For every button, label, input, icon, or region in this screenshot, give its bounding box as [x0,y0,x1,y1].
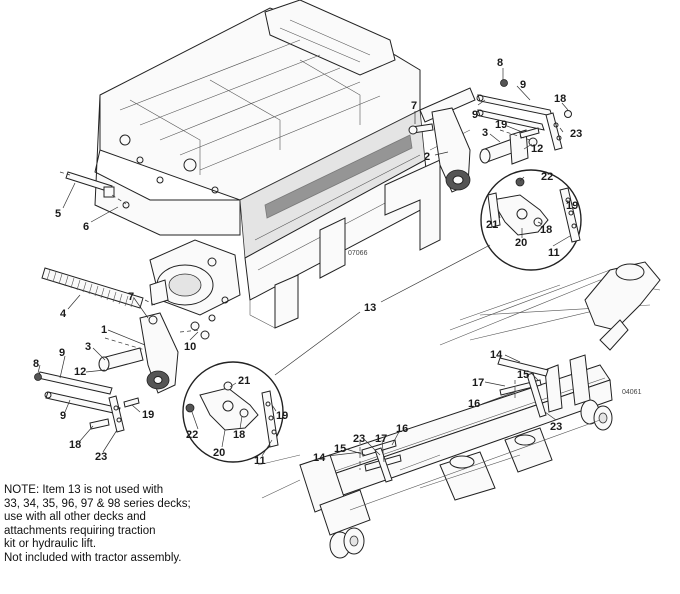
callout-18: 18 [554,93,566,105]
callout-11: 11 [254,455,266,467]
callout-20: 20 [213,447,225,459]
note-line: attachments requiring traction [4,524,156,537]
callout-16: 16 [468,398,480,410]
callout-14: 14 [490,349,503,361]
lift-arm-lower-left [34,312,216,433]
callout-9: 9 [60,410,66,422]
callout-11: 11 [548,247,560,259]
callout-2: 2 [424,151,430,163]
callout-label-center: 13 [364,302,376,314]
note-text: NOTE: Item 13 is not used with 33, 34, 3… [4,484,254,566]
figure-number-lower: 04061 [622,389,642,396]
callout-labels-lower-circle: 21 19 22 18 20 11 [186,375,288,467]
callout-labels-upper-circle: 22 21 19 18 20 11 [486,171,578,259]
note-line: kit or hydraulic lift. [4,538,97,551]
leader-lines [37,68,571,463]
callout-1: 1 [101,324,107,336]
callout-23: 23 [95,451,107,463]
callout-19: 19 [566,200,578,212]
callout-13-leaders [274,244,491,376]
rod-assembly-upper-left [59,171,130,209]
callout-23: 23 [570,128,582,140]
callout-labels-upper-right: 8 9 9 7 18 3 19 2 12 23 [411,57,582,163]
callout-17: 17 [375,433,387,445]
callout-8: 8 [33,358,39,370]
callout-23: 23 [353,433,365,445]
callout-14: 14 [313,452,326,464]
hydraulic-pump [149,239,241,316]
callout-6: 6 [83,221,89,233]
callout-labels-upper-left: 5 6 4 [55,208,89,320]
mower-deck [257,261,661,559]
callout-19: 19 [495,119,507,131]
callout-18: 18 [540,224,552,236]
lift-arm-upper-right [408,79,572,193]
callout-19: 19 [276,410,288,422]
callout-18: 18 [233,429,245,441]
note-line: use with all other decks and [4,511,146,524]
callout-21: 21 [238,375,250,387]
callout-3: 3 [85,341,91,353]
callout-7: 7 [411,100,417,112]
callout-labels-lower-left: 7 1 3 10 8 9 12 9 19 18 23 [33,291,196,463]
callout-12: 12 [531,143,543,155]
callout-22: 22 [541,171,553,183]
note-line: Not included with tractor assembly. [4,551,182,564]
callout-17: 17 [472,377,484,389]
callout-13: 13 [364,302,376,314]
callout-19: 19 [142,409,154,421]
callout-15: 15 [517,369,529,381]
callout-9: 9 [59,347,65,359]
callout-16: 16 [396,423,408,435]
tractor-frame [94,0,476,329]
callout-12: 12 [74,366,86,378]
callout-8: 8 [497,57,503,69]
callout-21: 21 [486,219,498,231]
callout-10: 10 [184,341,196,353]
callout-4: 4 [60,308,67,320]
detail-circle-lower [182,361,284,463]
callout-labels-deck: 14 15 17 16 23 14 15 23 17 16 [313,349,562,464]
callout-18: 18 [69,439,81,451]
callout-9: 9 [472,109,478,121]
spring [41,267,156,309]
callout-23: 23 [550,421,562,433]
note-line: NOTE: Item 13 is not used with [4,484,164,496]
detail-circle-upper [480,169,582,271]
note-line: 33, 34, 35, 96, 97 & 98 series decks; [4,497,191,510]
callout-20: 20 [515,237,527,249]
callout-22: 22 [186,429,198,441]
figure-number-upper: 07066 [348,250,368,257]
callout-15: 15 [334,443,346,455]
callout-3: 3 [482,127,488,139]
callout-7: 7 [128,291,134,303]
figure-numbers: 07066 04061 [348,250,642,396]
callout-5: 5 [55,208,61,220]
callout-9: 9 [520,79,526,91]
